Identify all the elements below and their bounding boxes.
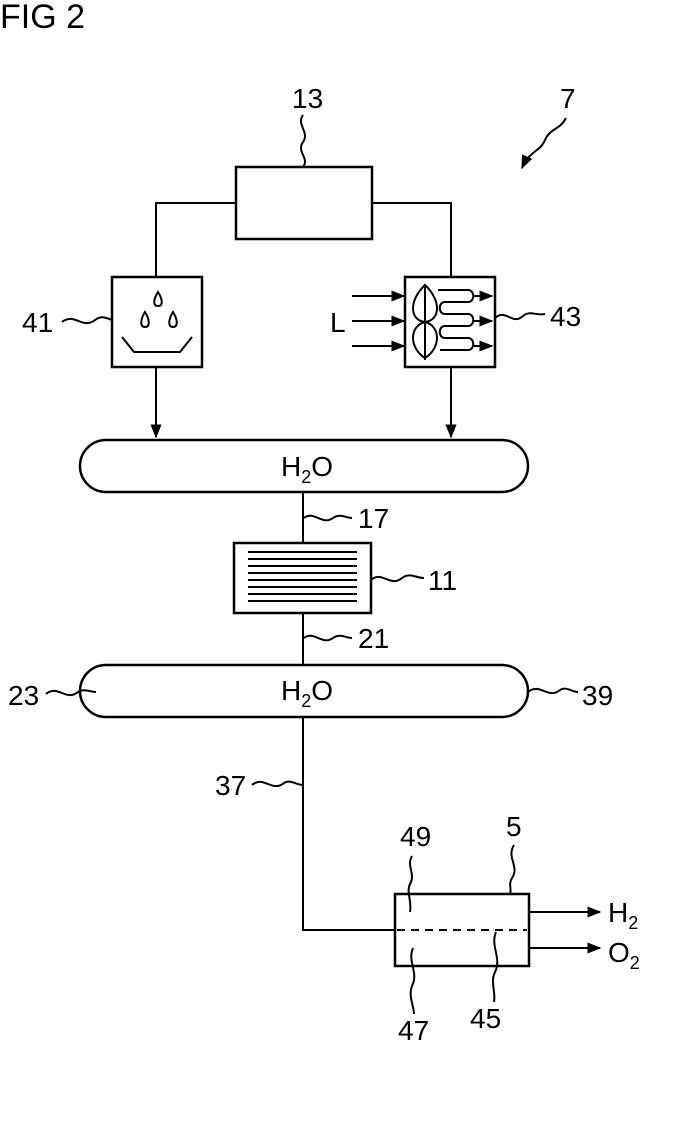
purifier-box	[234, 543, 371, 613]
ref-purifier-leader	[371, 575, 424, 581]
ref-controller-leader	[301, 115, 305, 167]
ref-tank-right-leader	[528, 689, 578, 694]
line-controller-condenser	[156, 203, 236, 277]
ref-tank-left: 23	[8, 680, 39, 711]
ref-chamber-bottom: 47	[398, 1015, 429, 1046]
ref-pipe-upper-leader	[304, 516, 352, 521]
ref-tank-right: 39	[582, 680, 613, 711]
ref-air-extractor-leader	[495, 313, 545, 319]
feed-line	[303, 717, 395, 930]
ref-pipe-lower-leader	[304, 636, 352, 641]
ref-feed-line-leader	[252, 782, 303, 787]
ref-chamber-top: 49	[400, 821, 431, 852]
ref-condenser-leader	[62, 317, 112, 323]
ref-membrane: 45	[470, 1003, 501, 1034]
figure-title: FIG 2	[0, 0, 85, 36]
air-input-label: L	[330, 307, 346, 338]
hydrogen-label: H2	[608, 897, 638, 933]
ref-condenser: 41	[22, 307, 53, 338]
ref-pipe-lower: 21	[358, 623, 389, 654]
condenser-box	[112, 277, 202, 367]
line-controller-extractor	[372, 203, 451, 277]
ref-system-arrow	[522, 118, 566, 168]
controller-box	[236, 167, 372, 239]
oxygen-label: O2	[608, 937, 640, 973]
ref-system: 7	[560, 83, 576, 114]
ref-pipe-upper: 17	[358, 503, 389, 534]
ref-feed-line: 37	[215, 770, 246, 801]
ref-controller: 13	[292, 83, 323, 114]
ref-electrolyzer: 5	[506, 811, 522, 842]
ref-electrolyzer-leader	[510, 845, 515, 894]
ref-air-extractor: 43	[550, 301, 581, 332]
ref-purifier: 11	[428, 565, 457, 596]
